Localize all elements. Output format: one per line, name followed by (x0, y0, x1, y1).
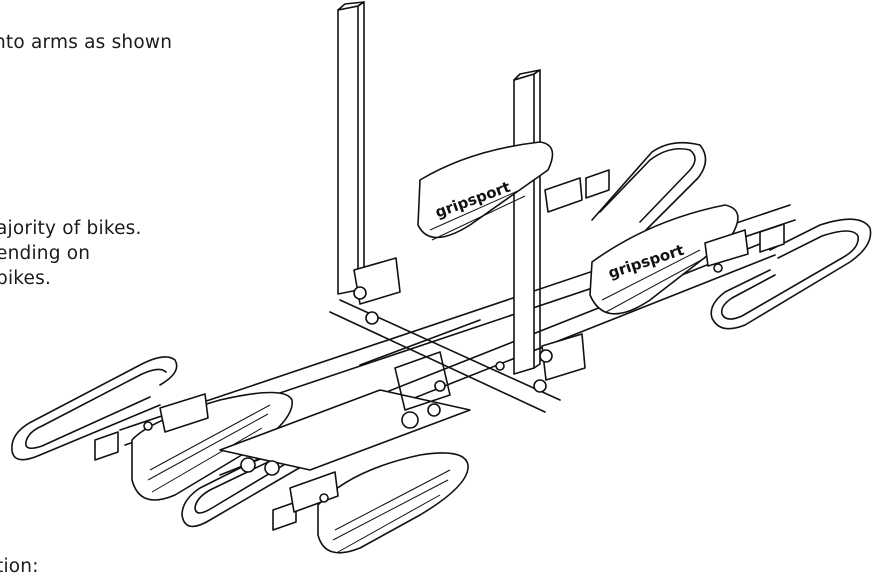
vertical-post-left (337, 1, 401, 325)
loop-arm-left (11, 356, 178, 461)
tube-clamps (143, 177, 749, 513)
instruction-text-line-2: ajority of bikes. (0, 218, 142, 239)
instruction-text-line-1: nto arms as shown (0, 32, 173, 53)
loop-arm-right (710, 218, 872, 330)
wheel-cradle-front-right (317, 452, 469, 554)
instruction-text-line-4: bikes. (0, 268, 52, 289)
vertical-post-right (513, 69, 586, 393)
loop-arm-back-right (591, 141, 707, 231)
hitch-bracket (219, 351, 505, 476)
wheel-cradle-back-right: gripsport (589, 204, 739, 315)
instruction-text-line-3: ending on (0, 243, 91, 264)
tube-ends (94, 169, 785, 531)
